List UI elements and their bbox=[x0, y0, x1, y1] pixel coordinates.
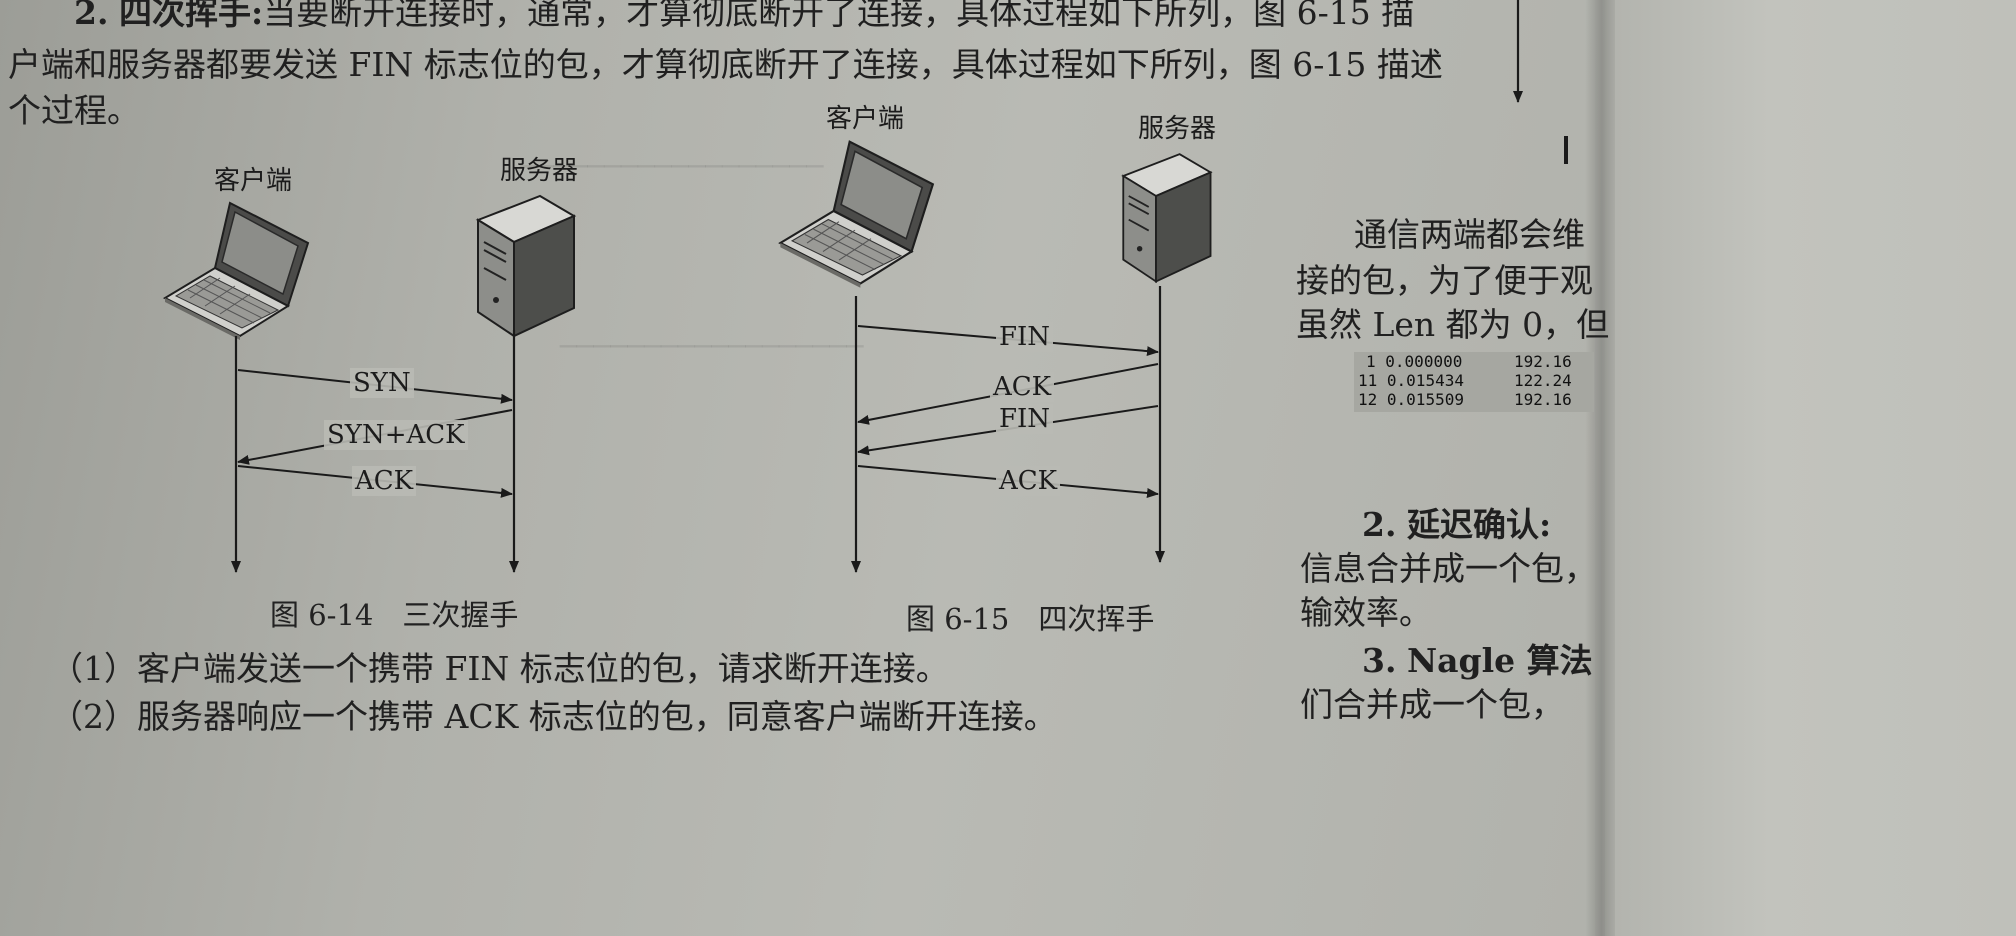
fig14-msg-syn: SYN bbox=[350, 368, 414, 398]
packet-table: 1 0.000000 192.16 11 0.015434 122.24 12 … bbox=[1354, 352, 1594, 412]
body-line-2: 户端和服务器都要发送 FIN 标志位的包，才算彻底断开了连接，具体过程如下所列，… bbox=[8, 45, 1443, 84]
heading-line-right: ，才算彻底断开了连接，具体过程如下所列，图 6-15 描 bbox=[593, 0, 1415, 32]
right-page bbox=[1605, 0, 2016, 936]
fig15-msg-fin-1: FIN bbox=[996, 322, 1054, 352]
right-h2-line1: 信息合并成一个包， bbox=[1300, 549, 1597, 588]
right-h2-line2: 输效率。 bbox=[1300, 593, 1432, 632]
fig15-msg-fin-2: FIN bbox=[996, 404, 1054, 434]
laptop-icon bbox=[778, 140, 935, 288]
fig15-caption: 图 6-15 四次挥手 bbox=[906, 602, 1155, 636]
table-row: 11 0.015434 bbox=[1358, 371, 1464, 390]
right-h3-line1: 们合并成一个包， bbox=[1300, 685, 1564, 724]
fig15-server-label: 服务器 bbox=[1138, 114, 1217, 144]
right-p1-line3: 虽然 Len 都为 0，但 bbox=[1296, 305, 1610, 344]
table-cell-src: 122.24 bbox=[1514, 371, 1572, 390]
server-icon bbox=[1121, 153, 1213, 284]
fig14-msg-synack: SYN+ACK bbox=[324, 420, 468, 450]
right-p1-line1: 通信两端都会维 bbox=[1354, 215, 1585, 254]
fig14-caption: 图 6-14 三次握手 bbox=[270, 598, 519, 632]
heading-line: 2. 四次挥手:当要断开连接时，通常，才算彻底断开了连接，具体过程如下所列，图 … bbox=[74, 0, 1414, 34]
fig15-msg-ack-1: ACK bbox=[990, 372, 1055, 402]
fig15-client-label: 客户端 bbox=[826, 104, 905, 134]
right-p1-line2: 接的包，为了便于观 bbox=[1296, 261, 1593, 300]
right-heading-3: 3. Nagle 算法 bbox=[1362, 641, 1593, 680]
fig15-msg-ack-2: ACK bbox=[996, 466, 1061, 496]
table-row: 12 0.015509 bbox=[1358, 390, 1464, 409]
heading-number: 2. bbox=[74, 0, 109, 32]
book-gutter bbox=[1585, 0, 1615, 936]
bleed-through: ────────────────── bbox=[560, 330, 864, 363]
fig14-client-label: 客户端 bbox=[214, 166, 293, 196]
table-cell-src: 192.16 bbox=[1514, 390, 1572, 409]
table-cell-src: 192.16 bbox=[1514, 352, 1572, 371]
bleed-through: ────────────────── bbox=[520, 150, 824, 183]
server-icon bbox=[475, 194, 577, 338]
step-2: （2）服务器响应一个携带 ACK 标志位的包，同意客户端断开连接。 bbox=[50, 697, 1057, 736]
fig14-server-label: 服务器 bbox=[500, 156, 579, 186]
table-row: 1 0.000000 bbox=[1366, 352, 1463, 371]
right-heading-2: 2. 延迟确认: bbox=[1362, 505, 1552, 544]
step-1: （1）客户端发送一个携带 FIN 标志位的包，请求断开连接。 bbox=[50, 649, 949, 688]
heading-rest: 当要断开连接时，通常 bbox=[263, 0, 594, 32]
laptop-icon bbox=[162, 201, 310, 340]
heading-title: 四次挥手: bbox=[118, 0, 264, 32]
body-line-3: 个过程。 bbox=[8, 91, 140, 130]
fig14-msg-ack: ACK bbox=[352, 466, 417, 496]
